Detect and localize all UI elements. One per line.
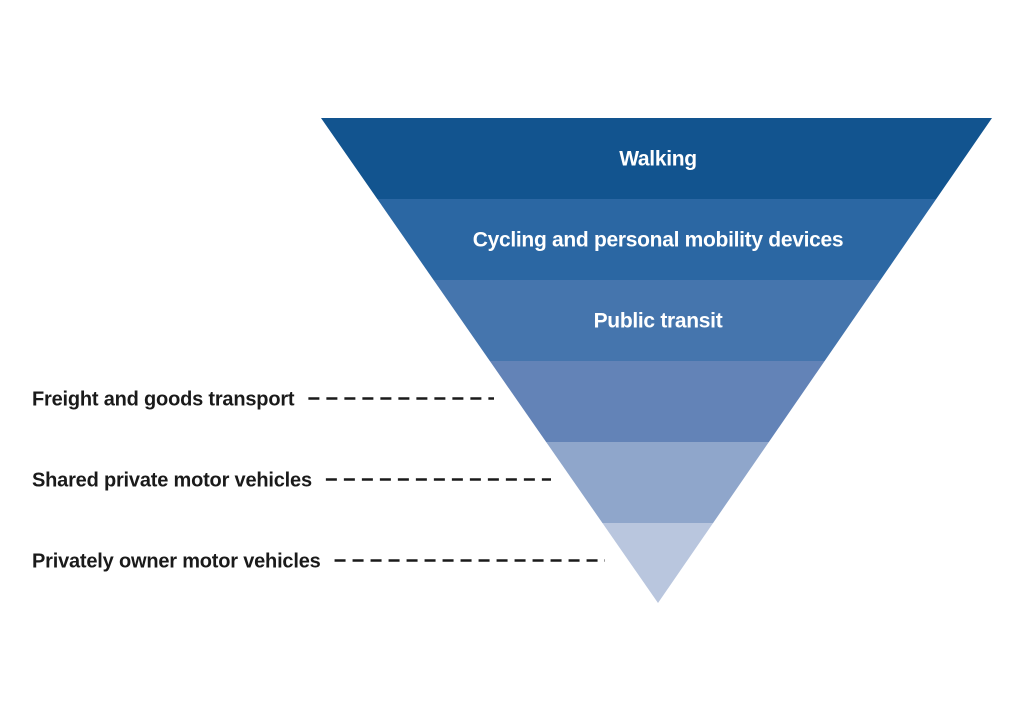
- tier-label-public-transit: Public transit: [594, 310, 723, 333]
- tier-label-walking: Walking: [619, 148, 697, 171]
- tier-label-privately-owner-motor-vehicles: Privately owner motor vehicles: [32, 551, 321, 573]
- pyramid-band-cycling-and-personal-mobility-devices: [377, 199, 937, 280]
- tier-label-freight-and-goods-transport: Freight and goods transport: [32, 389, 295, 411]
- tier-label-shared-private-motor-vehicles: Shared private motor vehicles: [32, 470, 312, 492]
- pyramid-band-public-transit: [433, 280, 881, 361]
- pyramid-bands: [321, 118, 992, 603]
- pyramid-band-freight-and-goods-transport: [489, 361, 825, 442]
- tier-label-cycling-and-personal-mobility-devices: Cycling and personal mobility devices: [473, 229, 844, 252]
- pyramid-band-shared-private-motor-vehicles: [546, 442, 769, 523]
- pyramid-band-walking: [321, 118, 992, 199]
- pyramid-band-privately-owner-motor-vehicles: [602, 523, 714, 603]
